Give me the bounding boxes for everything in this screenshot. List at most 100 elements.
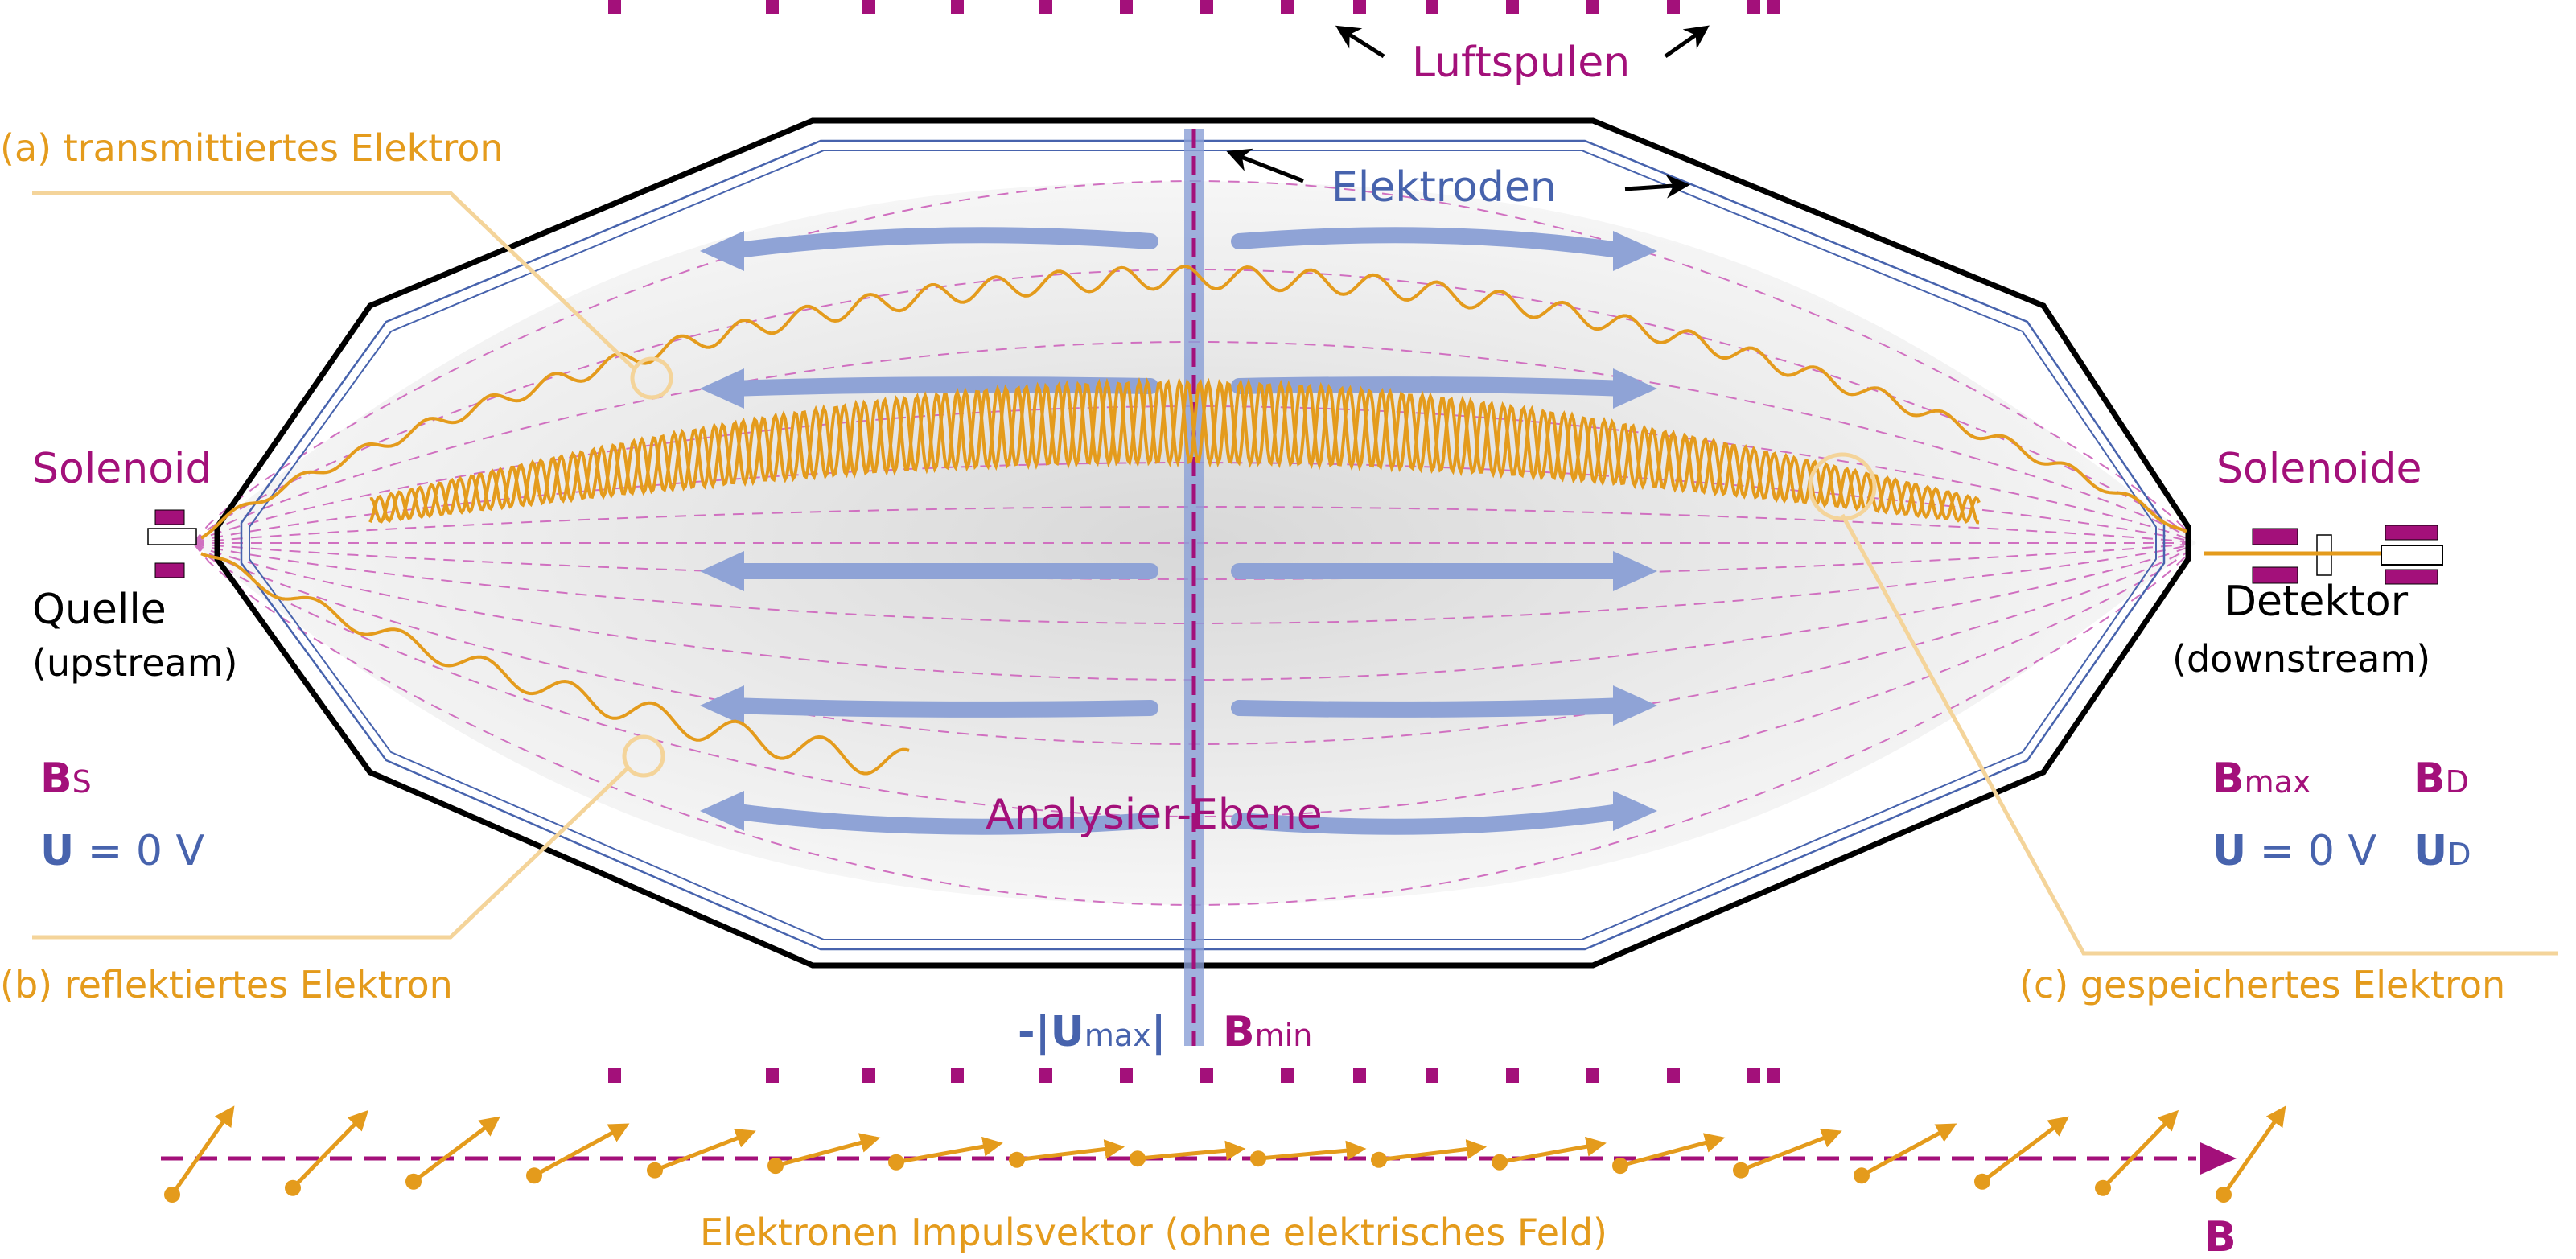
transmitted-electron-trajectory: [200, 265, 2187, 540]
force-arrow-shaft: [1231, 227, 1633, 259]
momentum-vector: [170, 1105, 235, 1196]
downstream-label: (downstream): [2172, 637, 2430, 681]
momentum-vector-origin: [1492, 1154, 1508, 1171]
air-coil: [1747, 0, 1760, 14]
reflected-label: (b) reflektiertes Elektron: [0, 963, 453, 1006]
detector-label: Detektor: [2224, 578, 2409, 626]
momentum-vector-origin: [285, 1179, 301, 1196]
momentum-vector: [2221, 1105, 2286, 1196]
air-coil: [1281, 1068, 1294, 1083]
momentum-vector: [1499, 1136, 1607, 1165]
elektroden-arrow-left: [1226, 148, 1304, 183]
air-coils: [608, 0, 1780, 1083]
field-line: [192, 542, 2189, 624]
ud-label: UD: [2413, 827, 2471, 875]
luftspulen-arrow-left: [1335, 25, 1385, 59]
air-coil: [1426, 0, 1438, 14]
momentum-vector-origin: [164, 1187, 180, 1203]
momentum-label: Elektronen Impulsvektor (ohne elektrisch…: [700, 1211, 1607, 1254]
air-coil: [1200, 0, 1213, 14]
air-coil: [1200, 1068, 1213, 1083]
reflected-pointer: [32, 767, 629, 940]
momentum-vector-origin: [2216, 1187, 2232, 1203]
air-coil: [608, 0, 621, 14]
reflected-marker: [622, 734, 665, 778]
bmax-label: Bmax: [2212, 755, 2311, 803]
air-coil: [1426, 1068, 1438, 1083]
momentum-vector: [895, 1136, 1003, 1165]
momentum-vector-origin: [1974, 1173, 1990, 1190]
air-coil: [1767, 0, 1780, 14]
momentum-vector: [1619, 1133, 1726, 1168]
momentum-vector-origin: [405, 1173, 422, 1190]
air-coil: [1120, 1068, 1133, 1083]
elektroden-arrow-right: [1624, 174, 1690, 199]
momentum-vector-origin: [1250, 1150, 1266, 1167]
momentum-vector: [1016, 1139, 1125, 1162]
bmin-label: Bmin: [1223, 1008, 1312, 1056]
momentum-vector-origin: [1130, 1150, 1146, 1167]
air-coil: [1039, 1068, 1052, 1083]
momentum-vector-origin: [1371, 1151, 1387, 1168]
air-coil: [862, 0, 875, 14]
momentum-vector-origin: [1854, 1167, 1870, 1184]
air-coil: [951, 0, 964, 14]
electrode-inner: [249, 150, 2157, 940]
air-coil: [766, 0, 779, 14]
force-arrow-shaft: [724, 803, 1158, 835]
stored-label: (c) gespeichertes Elektron: [2019, 963, 2505, 1006]
analysis-plane-label: Analysier-Ebene: [986, 791, 1323, 839]
force-arrow-head: [1613, 368, 1657, 409]
momentum-vector: [1378, 1139, 1488, 1162]
elektroden-label: Elektroden: [1331, 163, 1557, 212]
force-arrow-shaft: [724, 227, 1158, 259]
solenoid-right-label: Solenoide: [2216, 445, 2422, 493]
air-coil: [766, 1068, 779, 1083]
momentum-vector-origin: [526, 1167, 542, 1184]
momentum-vector: [654, 1129, 756, 1173]
force-arrow-shaft: [724, 697, 1158, 718]
solenoid-left-label: Solenoid: [32, 445, 212, 493]
air-coil: [951, 1068, 964, 1083]
air-coil: [1281, 0, 1294, 14]
electric-force-arrows: [700, 227, 1657, 835]
bd-label: BD: [2413, 755, 2469, 803]
momentum-vector-origin: [888, 1154, 904, 1171]
momentum-vector-origin: [1009, 1151, 1025, 1168]
momentum-vector: [1257, 1140, 1367, 1161]
bs-label: BS: [40, 755, 92, 803]
luftspulen-arrow-right: [1664, 25, 1710, 59]
force-arrow-head: [1613, 551, 1657, 591]
transmitted-label: (a) transmittiertes Elektron: [0, 126, 504, 170]
source-label: Quelle: [32, 586, 167, 634]
force-arrow-head: [1613, 231, 1657, 271]
air-coil: [1506, 1068, 1519, 1083]
air-coil: [1586, 1068, 1599, 1083]
b-field-arrowhead: [2200, 1142, 2237, 1175]
source-solenoid: [147, 509, 197, 578]
reflected-electron-trajectory: [200, 552, 910, 776]
momentum-vector: [1137, 1140, 1246, 1161]
momentum-vector: [1860, 1123, 1957, 1178]
force-arrow-head: [700, 551, 744, 591]
force-arrow-head: [700, 685, 744, 726]
air-coil: [1353, 0, 1366, 14]
spiral-path: [369, 376, 1980, 525]
momentum-vectors: [164, 1105, 2286, 1203]
air-coil: [1767, 1068, 1780, 1083]
momentum-vector-origin: [1612, 1158, 1628, 1175]
air-coil: [1586, 0, 1599, 14]
upstream-label: (upstream): [32, 641, 237, 685]
umax-label: -|Umax|: [1018, 1008, 1167, 1056]
b-axis-label: B: [2204, 1213, 2237, 1259]
momentum-vector-origin: [647, 1162, 663, 1179]
air-coil: [862, 1068, 875, 1083]
air-coil: [1353, 1068, 1366, 1083]
transmitted-marker: [630, 356, 673, 400]
u-left-label: U = 0 V: [40, 827, 204, 875]
air-coil: [608, 1068, 621, 1083]
force-arrow-head: [1613, 791, 1657, 831]
momentum-vector: [291, 1109, 369, 1190]
momentum-vector: [1981, 1116, 2069, 1183]
